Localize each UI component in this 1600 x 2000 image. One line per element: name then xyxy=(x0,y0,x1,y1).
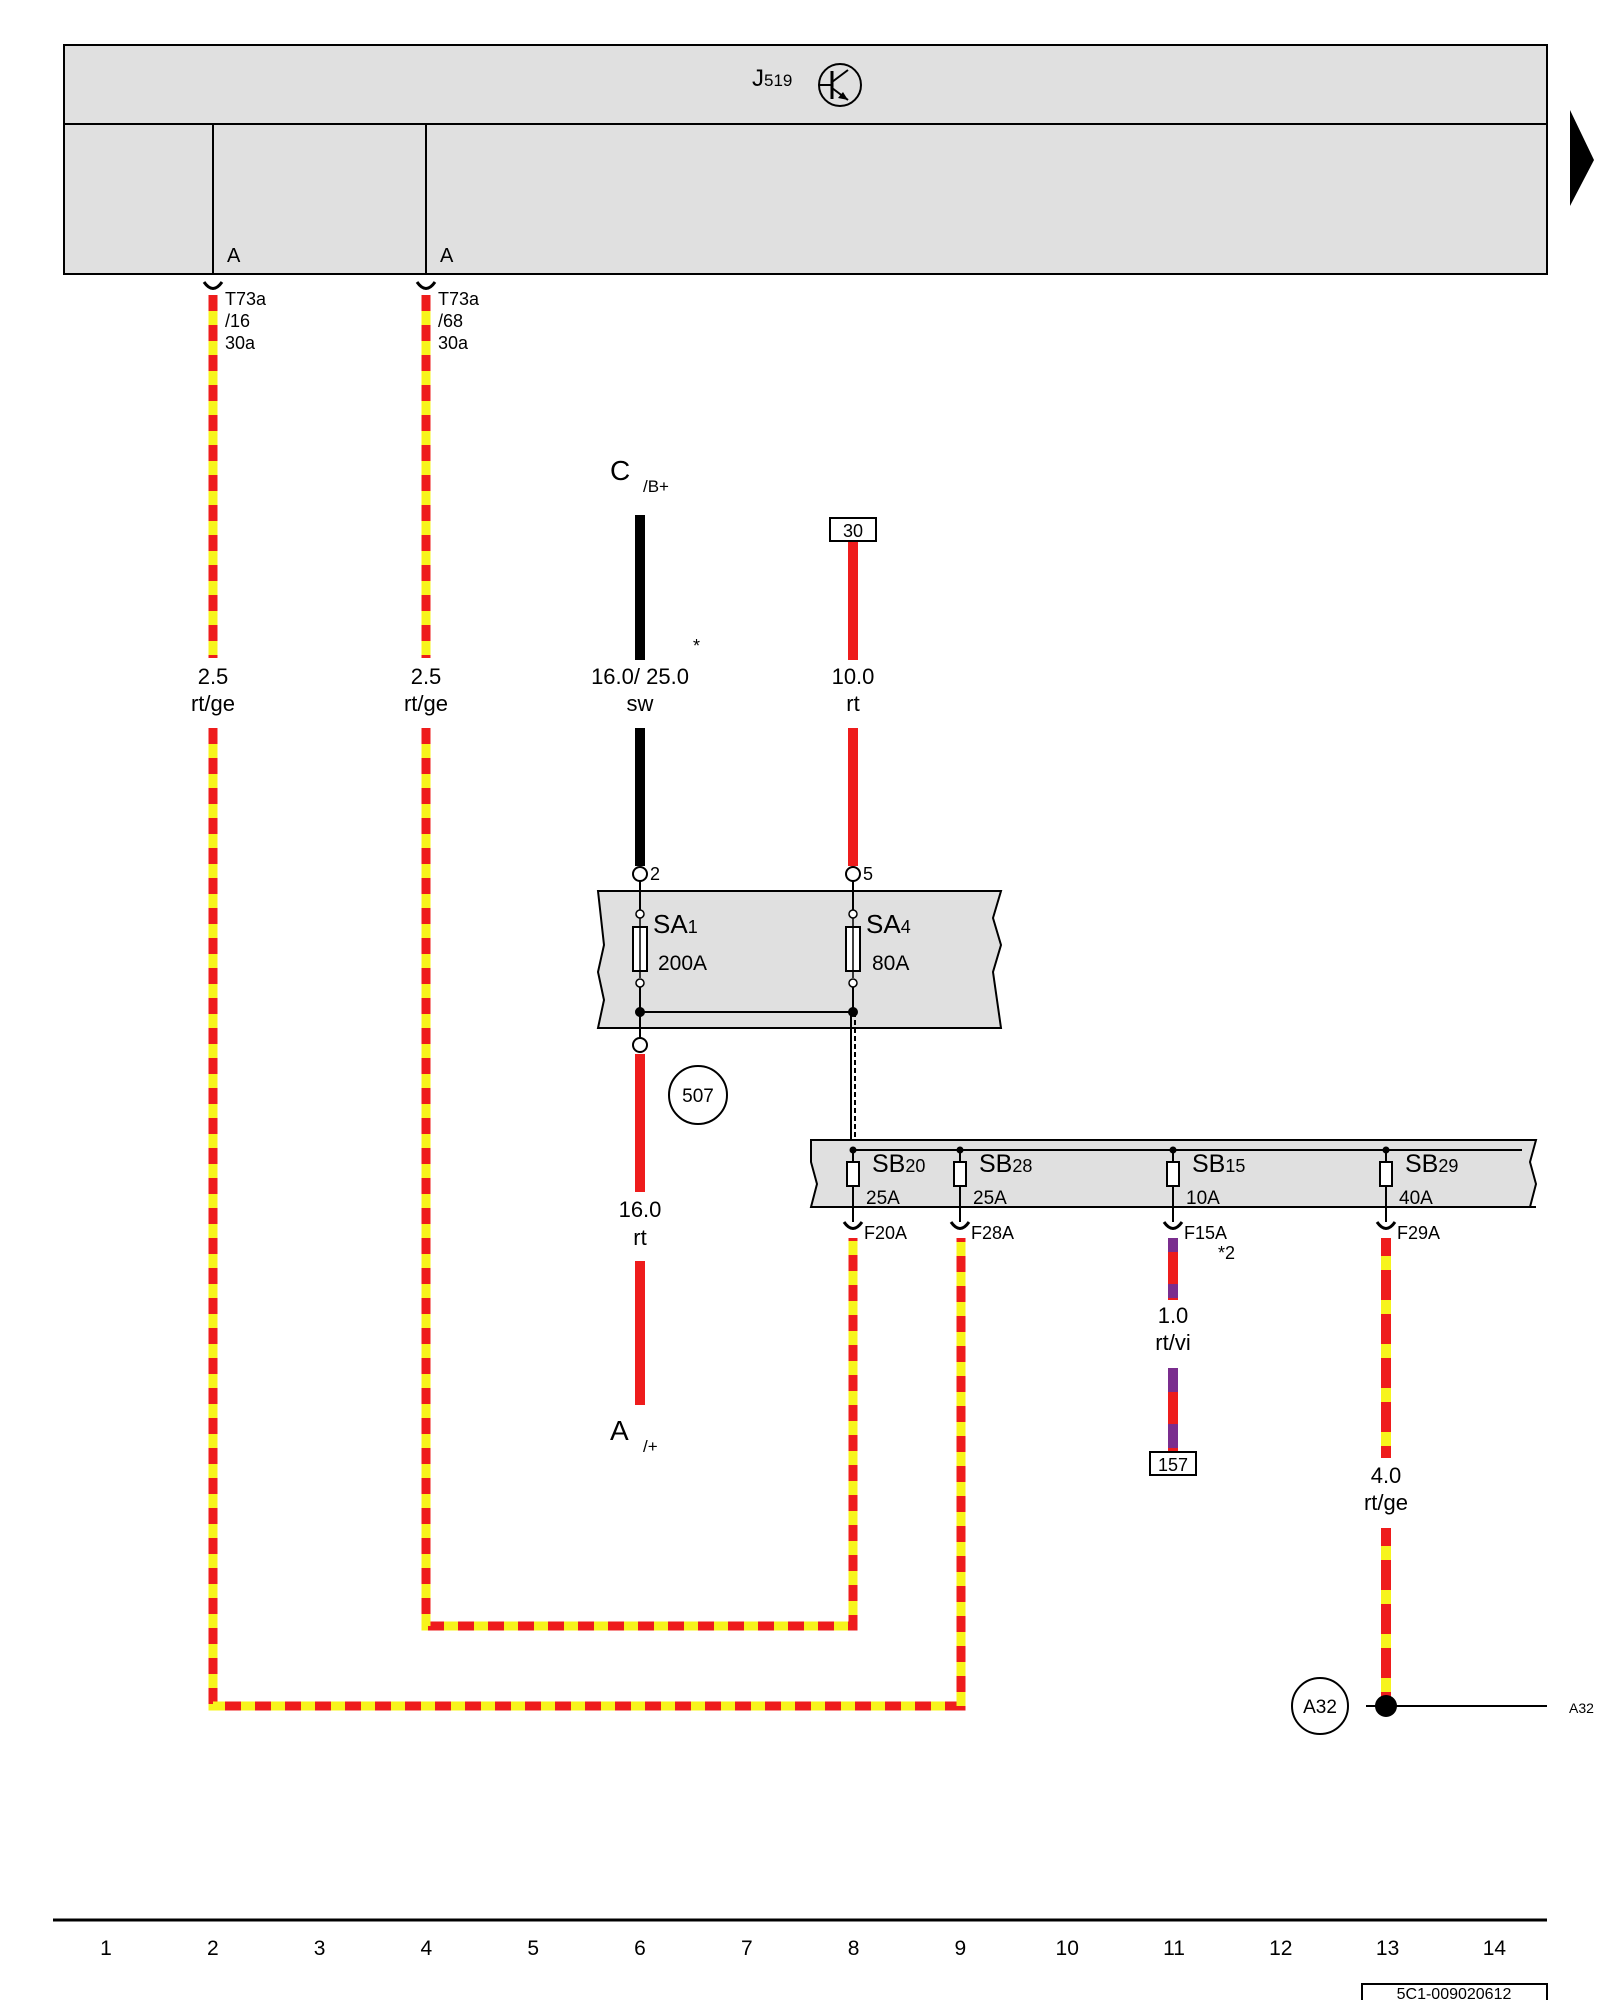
wire-color-label: rt/ge xyxy=(1364,1490,1408,1515)
connector-t73a-68: T73a /68 30a xyxy=(415,281,480,353)
fuse-sb29: SB29 40A F29A xyxy=(1375,1146,1458,1243)
wires xyxy=(208,295,1391,1711)
column-number: 14 xyxy=(1483,1937,1507,1960)
wire-size-label: 10.0 xyxy=(832,664,875,689)
ground-circle-label: A32 xyxy=(1303,1697,1337,1718)
arrow-right-icon xyxy=(1570,110,1594,206)
wire-size-label: 2.5 xyxy=(198,664,229,689)
svg-text:/+: /+ xyxy=(643,1437,658,1456)
ground-point-a32: A32 A32 xyxy=(1291,1677,1594,1735)
wire-labels: 2.5 rt/ge 2.5 rt/ge 16.0/ 25.0 sw * 10.0… xyxy=(191,636,1408,1515)
control-unit-j519: J519 A A xyxy=(63,44,1548,275)
fuse-box-sa: 2 5 SA1 200A SA4 80A xyxy=(596,864,1003,1053)
document-id: 5C1-009020612 xyxy=(1397,1986,1512,2000)
column-number: 6 xyxy=(634,1937,646,1960)
fuse-sb28: SB28 25A F28A xyxy=(949,1146,1032,1243)
column-number: 8 xyxy=(848,1937,860,1960)
svg-text:/B+: /B+ xyxy=(643,477,669,496)
sb-fuse-pin: F28A xyxy=(971,1223,1014,1243)
terminal-157: 157 xyxy=(1149,1451,1197,1476)
column-number: 10 xyxy=(1056,1937,1079,1960)
wire-size-label: 4.0 xyxy=(1371,1463,1402,1488)
svg-text:200A: 200A xyxy=(658,952,707,975)
column-number: 9 xyxy=(955,1937,967,1960)
fuse-sa4: SA4 80A xyxy=(845,909,911,988)
sb-fuse-name: SB28 xyxy=(979,1150,1032,1178)
sb-fuse-name: SB29 xyxy=(1405,1150,1458,1178)
wire-size-label: 16.0 xyxy=(619,1197,662,1222)
svg-text:SA1: SA1 xyxy=(653,909,698,939)
wire-color-label: sw xyxy=(627,691,654,716)
svg-text:80A: 80A xyxy=(872,952,909,975)
svg-text:/68: /68 xyxy=(438,311,463,331)
svg-text:SA4: SA4 xyxy=(866,909,911,939)
fuse-sb20: SB20 25A F20A xyxy=(842,1146,925,1243)
fuse-sa1: SA1 200A xyxy=(632,909,707,988)
wire-size-label: 2.5 xyxy=(411,664,442,689)
sb-fuse-note: *2 xyxy=(1218,1243,1235,1263)
svg-text:30: 30 xyxy=(843,521,863,541)
wire-color-label: rt xyxy=(633,1225,646,1250)
svg-text:/16: /16 xyxy=(225,311,250,331)
wire-color-label: rt/vi xyxy=(1155,1330,1190,1355)
svg-text:A: A xyxy=(610,1415,629,1446)
svg-text:T73a: T73a xyxy=(438,289,480,309)
column-number: 3 xyxy=(314,1937,326,1960)
sb-fuse-rating: 10A xyxy=(1186,1188,1220,1209)
sa-pin-label: 2 xyxy=(650,864,660,884)
sb-fuses: SB20 25A F20A SB28 25A F28A SB15 10A F15A*2 SB29 4… xyxy=(842,1146,1458,1263)
reference-507: 507 xyxy=(668,1065,728,1125)
fuse-sb15: SB15 10A F15A*2 xyxy=(1162,1146,1245,1263)
transistor-icon xyxy=(818,63,862,107)
svg-text:30a: 30a xyxy=(225,333,256,353)
sb-fuse-rating: 40A xyxy=(1399,1188,1433,1209)
sb-fuse-name: SB15 xyxy=(1192,1150,1245,1178)
control-unit-name: J519 xyxy=(752,65,792,92)
column-number: 5 xyxy=(527,1937,539,1960)
ground-edge-label: A32 xyxy=(1569,1700,1594,1716)
wire-size-label: 1.0 xyxy=(1158,1303,1189,1328)
terminal-c-b-plus: C /B+ xyxy=(610,455,669,496)
svg-text:507: 507 xyxy=(682,1086,714,1107)
wire-color-label: rt xyxy=(846,691,859,716)
svg-text:30a: 30a xyxy=(438,333,469,353)
sb-fuse-rating: 25A xyxy=(866,1188,900,1209)
sa-pin-label: 5 xyxy=(863,864,873,884)
svg-text:T73a: T73a xyxy=(225,289,267,309)
wire-rt-ge-2 xyxy=(421,295,858,1631)
sb-fuse-pin: F15A xyxy=(1184,1223,1227,1243)
wire-rt-ge-1 xyxy=(208,295,966,1711)
column-number: 11 xyxy=(1163,1937,1185,1960)
pin-label-a-right: A xyxy=(440,245,454,267)
column-number: 4 xyxy=(421,1937,433,1960)
connector-t73a-16: T73a /16 30a xyxy=(202,281,267,353)
column-number: 2 xyxy=(207,1937,219,1960)
terminal-30: 30 xyxy=(829,517,877,542)
svg-text:157: 157 xyxy=(1158,1455,1188,1475)
terminal-a-plus: A /+ xyxy=(610,1415,658,1456)
bus-link xyxy=(850,1012,856,1150)
wire-color-label: rt/ge xyxy=(404,691,448,716)
sb-fuse-rating: 25A xyxy=(973,1188,1007,1209)
wire-size-label: 16.0/ 25.0 xyxy=(591,664,689,689)
sb-fuse-pin: F20A xyxy=(864,1223,907,1243)
column-number: 7 xyxy=(741,1937,753,1960)
sb-fuse-name: SB20 xyxy=(872,1150,925,1178)
column-number: 12 xyxy=(1269,1937,1292,1960)
pin-label-a-left: A xyxy=(227,245,241,267)
svg-text:C: C xyxy=(610,455,630,486)
wire-note: * xyxy=(693,636,700,656)
sb-fuse-pin: F29A xyxy=(1397,1223,1440,1243)
wire-color-label: rt/ge xyxy=(191,691,235,716)
column-number: 13 xyxy=(1376,1937,1399,1960)
column-number: 1 xyxy=(100,1937,112,1960)
